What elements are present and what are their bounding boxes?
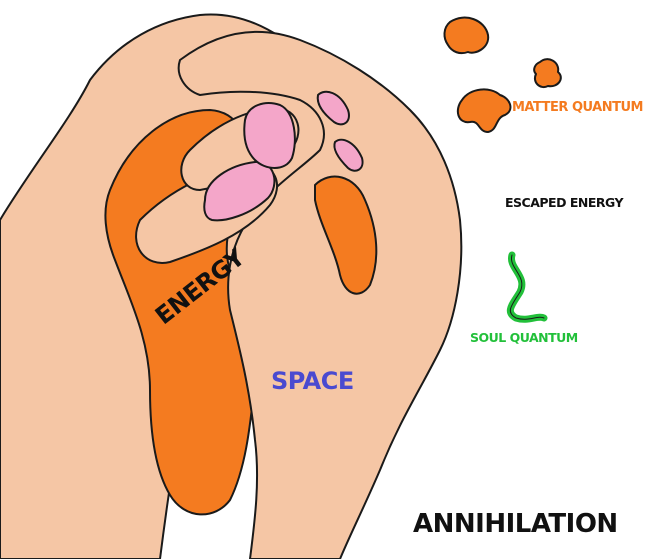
annihilation-label: ANNIHILATION bbox=[413, 509, 618, 539]
soul-squiggle bbox=[510, 255, 544, 319]
matter-quantum-label: MATTER QUANTUM bbox=[512, 100, 643, 115]
matter-blob-3 bbox=[458, 89, 511, 132]
matter-blob-2 bbox=[534, 59, 561, 87]
soul-quantum-label: SOUL QUANTUM bbox=[470, 330, 578, 345]
escaped-energy-label: ESCAPED ENERGY bbox=[505, 195, 623, 210]
space-label: SPACE bbox=[271, 367, 354, 395]
matter-blob-1 bbox=[444, 18, 488, 54]
